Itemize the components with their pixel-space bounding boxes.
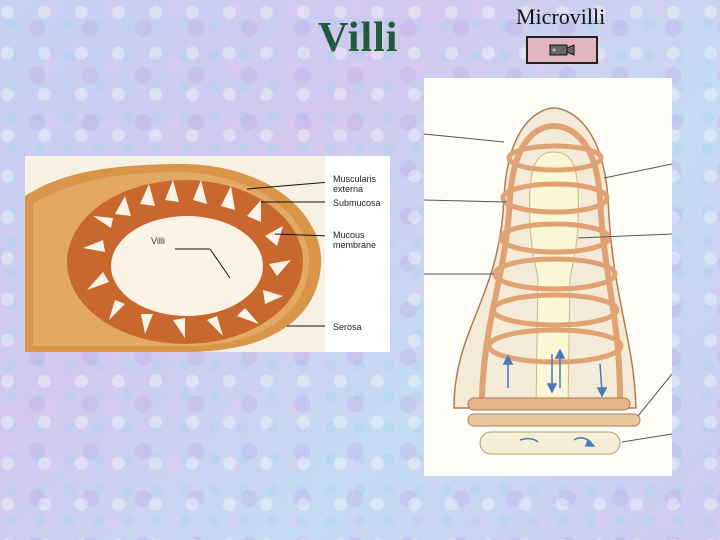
villus-diagram xyxy=(424,78,672,476)
label-muscularis: Muscularis externa xyxy=(333,174,377,194)
label-submucosa: Submucosa xyxy=(333,198,381,208)
villus-drawing xyxy=(424,107,672,455)
slide-subtitle: Microvilli xyxy=(516,4,606,29)
label-villi: Villi xyxy=(151,236,165,246)
intestine-cross-section: Muscularis externa Submucosa Villi Mucou… xyxy=(25,156,390,352)
label-serosa: Serosa xyxy=(333,322,362,332)
film-camera-icon xyxy=(549,43,575,57)
label-mucous-membrane: Mucous membrane xyxy=(333,230,377,250)
movie-button[interactable] xyxy=(526,36,598,64)
slide-title: Villi xyxy=(318,15,399,61)
cross-section-drawing xyxy=(25,156,390,352)
